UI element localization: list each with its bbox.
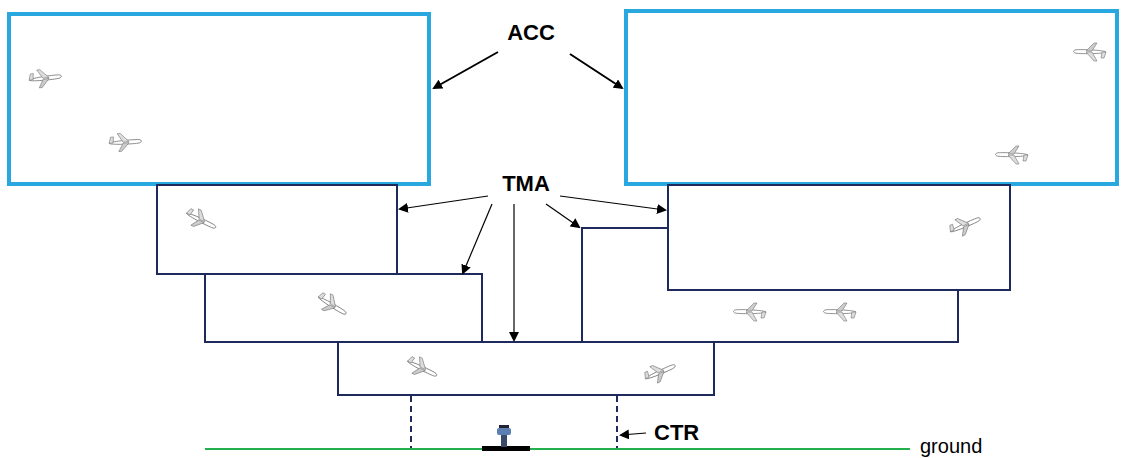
control-tower	[497, 425, 511, 447]
leader-arrow	[400, 196, 488, 209]
leader-arrow	[463, 204, 492, 273]
leader-arrow	[570, 54, 622, 88]
ground-label: ground	[918, 435, 984, 457]
tma-box	[205, 274, 482, 342]
acc-box	[626, 11, 1117, 184]
leader-arrow	[621, 433, 646, 435]
leader-arrow	[560, 196, 665, 210]
leader-arrow	[546, 204, 579, 227]
region-label: ACC	[505, 21, 557, 45]
leader-arrow	[434, 52, 498, 88]
ctr-boundary	[616, 396, 618, 448]
tma-box	[668, 185, 1010, 290]
airplane-icons	[28, 43, 1106, 387]
region-label: CTR	[652, 421, 701, 445]
ground-line	[205, 448, 910, 450]
leader-arrow	[513, 204, 514, 340]
acc-box	[9, 14, 429, 184]
region-label: TMA	[500, 172, 552, 196]
ctr-boundary	[410, 396, 412, 448]
tma-box	[582, 228, 958, 342]
tma-box	[157, 185, 397, 274]
tma-box	[338, 342, 714, 395]
